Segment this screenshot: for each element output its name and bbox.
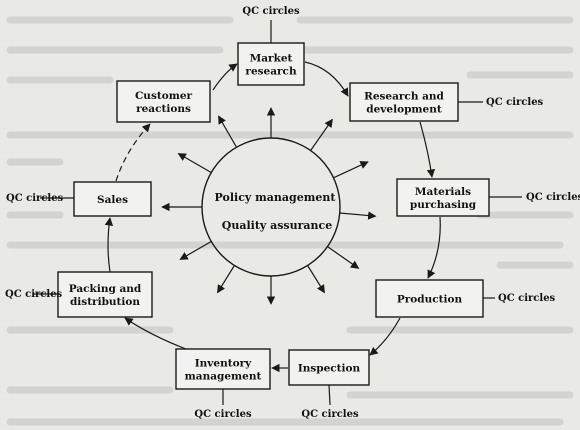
qc-circles-label-packing: QC circles [5, 289, 63, 300]
node-inventory-box [175, 348, 271, 390]
qc-circles-label-inspection: QC circles [301, 409, 359, 420]
spoke-arrow [177, 152, 212, 174]
node-packing-box [57, 271, 153, 318]
node-market-label: Market [250, 53, 293, 65]
node-materials-box [396, 178, 490, 217]
node-customer-label: reactions [136, 103, 191, 115]
center-circle [201, 137, 341, 277]
cycle-arrow-inventory-to-packing [124, 317, 187, 350]
spoke-arrow [333, 161, 369, 179]
node-production-box [375, 279, 484, 318]
qc-circles-label-sales: QC circles [6, 193, 64, 204]
node-packing-label: distribution [70, 296, 140, 308]
node-inventory-label: Inventory [195, 358, 252, 370]
cycle-arrow-production-to-inspection [369, 317, 401, 356]
center-label-quality: Quality assurance [222, 219, 333, 232]
spoke-arrow [217, 115, 238, 148]
cycle-arrows [104, 61, 441, 373]
node-customer-label: Customer [135, 90, 193, 102]
node-materials-label: Materials [415, 186, 471, 198]
node-materials-label: purchasing [410, 199, 477, 211]
spoke-arrow [179, 240, 212, 261]
cycle-arrow-packing-to-sales [104, 217, 114, 273]
cycle-arrow-rnd-to-materials [419, 121, 436, 178]
node-rnd-label: development [366, 104, 442, 116]
spoke-arrow [216, 265, 235, 294]
qc-circle-labels: QC circles QC circles QC circles QC circles… [5, 6, 580, 420]
qc-circles-label-inventory: QC circles [194, 409, 252, 420]
node-market-label: research [245, 66, 297, 78]
node-inspection-label: Inspection [298, 363, 361, 375]
spoke-arrow [339, 211, 377, 220]
node-sales: Sales [73, 181, 152, 217]
qc-connector-inspection [328, 384, 331, 406]
qc-circles-label-rnd: QC circles [486, 97, 544, 108]
node-production-label: Production [397, 294, 463, 306]
cycle-arrow-customer-to-market [212, 63, 238, 91]
node-rnd-box [349, 82, 459, 122]
center-spoke-arrows [161, 107, 377, 305]
spoke-arrow [327, 246, 360, 269]
cycle-arrow-materials-to-production [427, 216, 441, 279]
node-rnd-label: Research and [364, 91, 444, 103]
node-sales-box [73, 181, 152, 217]
center-label-policy: Policy management [215, 191, 337, 204]
spoke-arrow [307, 265, 326, 294]
qc-circle-connectors [34, 20, 522, 406]
spoke-arrow [310, 118, 333, 151]
cycle-arrow-sales-to-customer [115, 123, 151, 182]
node-inspection: Inspection [288, 349, 370, 386]
qc-circles-label-materials: QC circles [526, 192, 580, 203]
qc-circles-label-market: QC circles [242, 6, 300, 17]
node-production: Production [375, 279, 484, 318]
node-customer-box [116, 80, 211, 123]
cycle-arrow-market-to-rnd [304, 61, 349, 97]
node-inspection-box [288, 349, 370, 386]
node-market-box [237, 42, 305, 86]
node-packing-label: Packing and [69, 283, 142, 295]
node-inventory-label: management [185, 371, 262, 383]
qc-circles-label-production: QC circles [498, 293, 556, 304]
node-sales-label: Sales [97, 194, 128, 206]
